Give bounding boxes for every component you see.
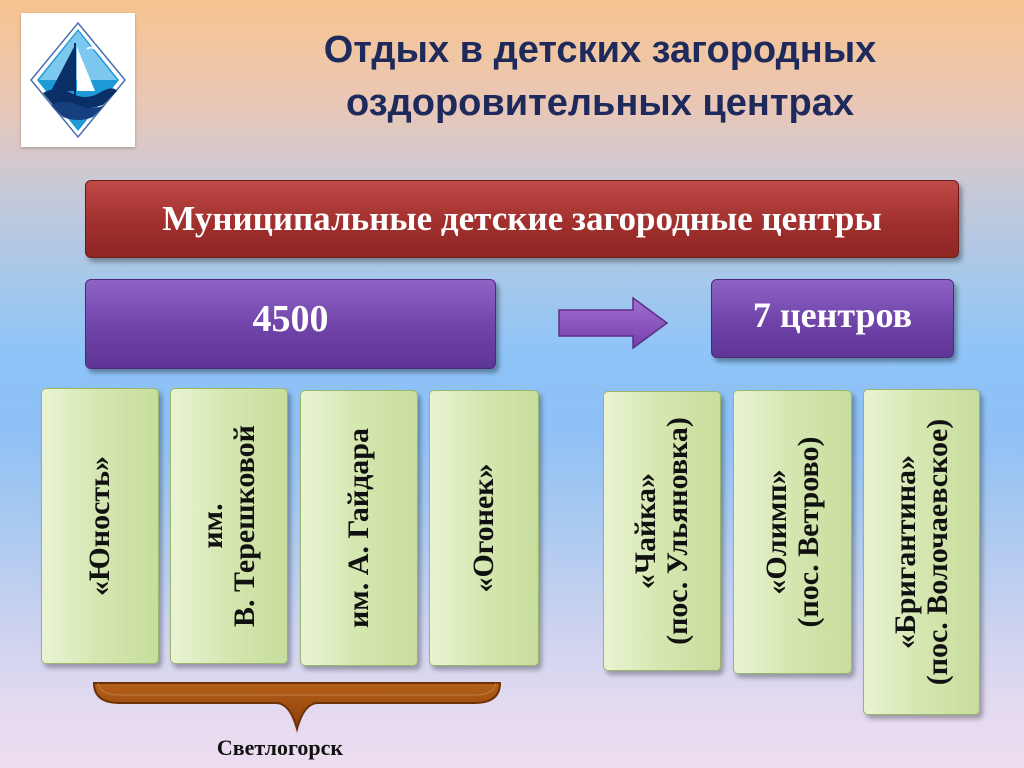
camp-name: «Чайка»	[629, 472, 662, 590]
municipal-centers-header: Муниципальные детские загородные центры	[85, 180, 959, 258]
city-label: Светлогорск	[216, 735, 344, 760]
children-count-value: 4500	[252, 298, 329, 340]
camp-card-label: «Чайка» (пос. Ульяновка)	[629, 417, 694, 645]
curly-brace-icon	[92, 682, 502, 733]
camp-card-label: «Юность»	[83, 456, 116, 596]
logo	[21, 13, 135, 147]
camp-name: «Олимп»	[759, 469, 793, 595]
camp-card-gaidar: им. А. Гайдара	[300, 390, 418, 666]
camp-card-label: им. А. Гайдара	[342, 428, 375, 628]
page-title-line-2: оздоровительных центрах	[346, 82, 854, 124]
camp-name: «Бригантина»	[888, 454, 922, 650]
centers-count-box: 7 центров	[711, 279, 954, 358]
camp-card-label: «Бригантина» (пос. Волочаевское)	[888, 418, 954, 686]
camp-card-brigantina: «Бригантина» (пос. Волочаевское)	[863, 389, 980, 715]
camp-location: (пос. Волочаевское)	[920, 418, 954, 686]
centers-count-value: 7 центров	[752, 294, 913, 335]
camp-card-olimp: «Олимп» (пос. Ветрово)	[733, 390, 852, 674]
camp-location: (пос. Ульяновка)	[661, 417, 694, 645]
camp-card-label: «Олимп» (пос. Ветрово)	[759, 436, 825, 628]
camp-card-tereshkova: им. В. Терешковой	[170, 388, 288, 664]
camp-location: (пос. Ветрово)	[791, 436, 825, 628]
right-arrow-icon	[558, 296, 669, 350]
camp-name: «Огонек»	[467, 463, 500, 593]
camp-card-yunost: «Юность»	[41, 388, 159, 664]
sailboat-emblem-icon	[30, 21, 126, 139]
camp-card-label: «Огонек»	[467, 463, 500, 593]
children-count-box: 4500	[85, 279, 496, 369]
camp-name: В. Терешковой	[228, 425, 261, 627]
camp-name: им. А. Гайдара	[342, 428, 375, 628]
camp-card-chaika: «Чайка» (пос. Ульяновка)	[603, 391, 721, 671]
page-title-line-1: Отдых в детских загородных	[323, 29, 877, 71]
camp-card-label: им. В. Терешковой	[196, 425, 261, 627]
camp-name: им.	[196, 503, 229, 549]
camp-name: «Юность»	[83, 456, 116, 596]
municipal-centers-header-label: Муниципальные детские загородные центры	[162, 199, 882, 238]
page-title: Отдых в детских загородных оздоровительн…	[230, 24, 970, 130]
camp-card-ogonek: «Огонек»	[429, 390, 539, 666]
